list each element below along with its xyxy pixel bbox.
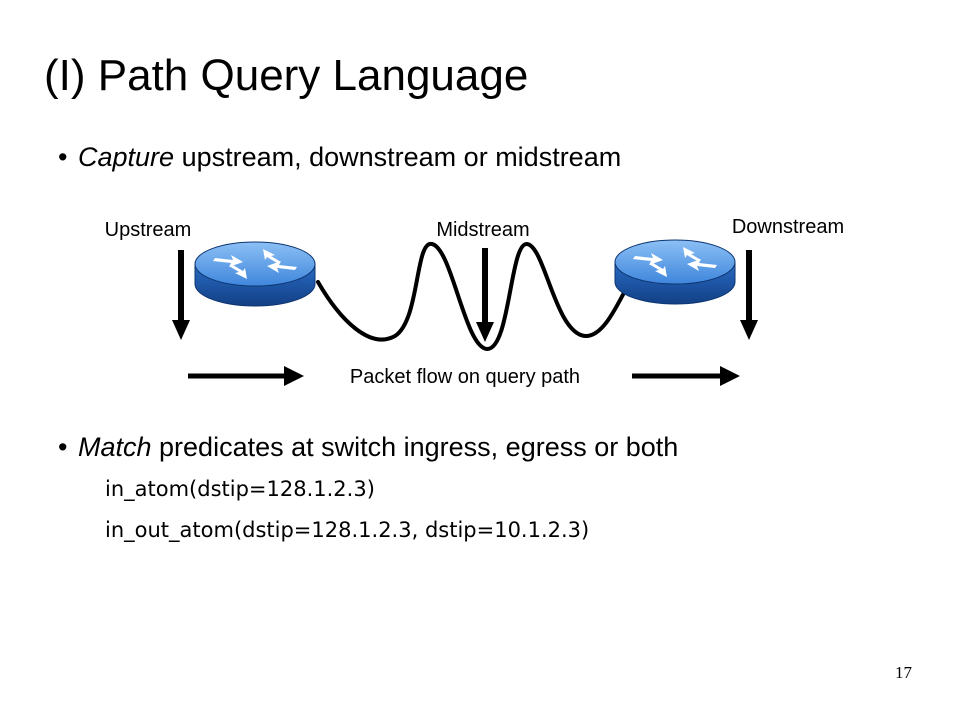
router-icon: [614, 239, 736, 305]
downstream-arrow: [740, 250, 758, 340]
midstream-label: Midstream: [436, 219, 529, 241]
bullet-match: • Match predicates at switch ingress, egr…: [58, 429, 678, 465]
bullet-capture: • Capture upstream, downstream or midstre…: [58, 139, 621, 175]
bullet-emphasis: Capture: [78, 142, 175, 172]
bullet-dot: •: [58, 432, 68, 462]
bullet-emphasis: Match: [78, 432, 152, 462]
code-line-in-out-atom: in_out_atom(dstip=128.1.2.3, dstip=10.1.…: [105, 518, 590, 542]
bullet-dot: •: [58, 142, 68, 172]
router-icon: [194, 241, 316, 307]
downstream-label: Downstream: [732, 216, 844, 238]
flow-arrow-left: [188, 366, 304, 386]
midstream-arrow: [476, 248, 494, 342]
code-line-in-atom: in_atom(dstip=128.1.2.3): [105, 477, 375, 501]
bullet-text: upstream, downstream or midstream: [174, 142, 622, 172]
upstream-arrow: [172, 250, 190, 340]
page-number: 17: [895, 663, 912, 682]
flow-label: Packet flow on query path: [350, 366, 580, 388]
wire-path: [316, 242, 630, 352]
slide-title: (I) Path Query Language: [44, 51, 529, 100]
flow-arrow-right: [632, 366, 740, 386]
upstream-label: Upstream: [105, 219, 192, 241]
bullet-text: predicates at switch ingress, egress or …: [151, 432, 679, 462]
